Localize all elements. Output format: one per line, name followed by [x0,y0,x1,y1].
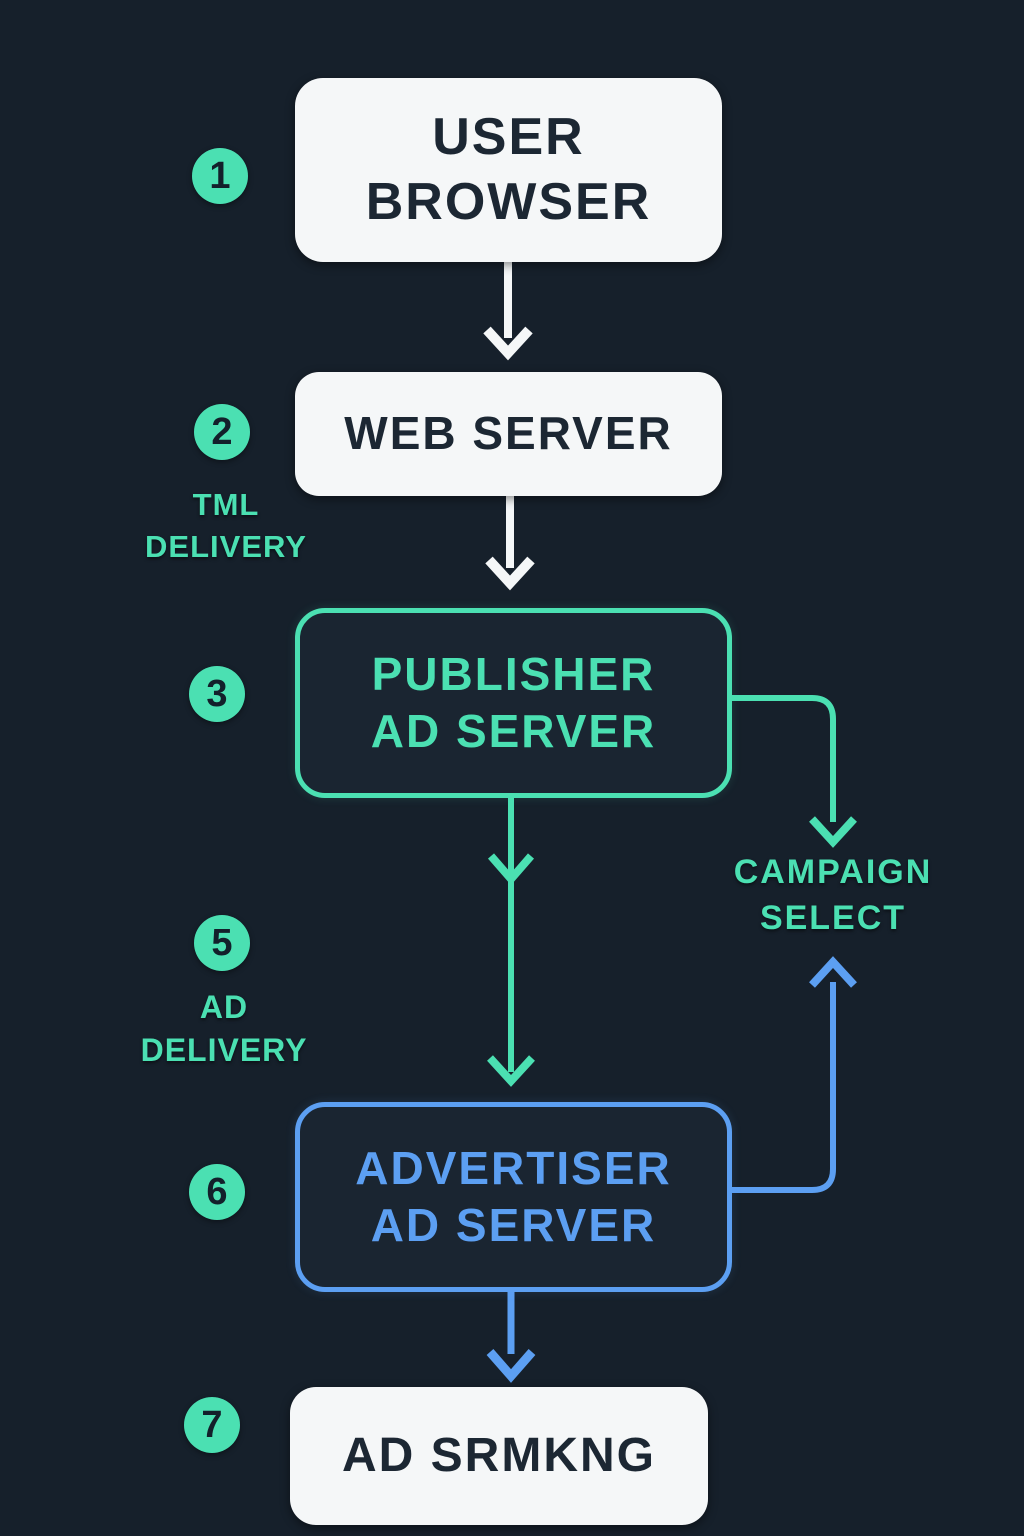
step-badge-7: 7 [184,1397,240,1453]
arrow-publisher-to-campaign-select-shaft [720,695,836,822]
node-advertiser-ad-server: ADVERTISER AD SERVER [295,1102,732,1292]
step-badge-6: 6 [189,1164,245,1220]
arrow-publisher-to-advertiser-mid-chevron [487,853,535,886]
step-badge-1: 1 [192,148,248,204]
label-tml-delivery: TML DELIVERY [145,487,307,564]
arrow-publisher-to-advertiser-head [487,1055,535,1087]
step-badge-3: 3 [189,666,245,722]
arrow-advertiser-to-campaign-select-head [809,956,857,988]
node-web-server: WEB SERVER [295,372,722,496]
step-badge-5: 5 [194,915,250,971]
node-user-browser: USER BROWSER [295,78,722,262]
step-badge-2: 2 [194,404,250,460]
arrow-publisher-to-campaign-select-head [809,816,857,848]
label-campaign-select: CAMPAIGN SELECT [733,853,933,937]
label-ad-delivery: AD DELIVERY [140,989,308,1069]
arrow-advertiser-to-ad-srmkng-head [486,1349,536,1383]
arrow-user-browser-to-web-server-head [483,326,533,361]
arrow-advertiser-to-campaign-select-shaft [720,982,836,1193]
node-ad-srmkng: AD SRMKNG [290,1387,708,1525]
node-publisher-ad-server: PUBLISHER AD SERVER [295,608,732,798]
arrow-web-server-to-publisher-head [485,556,535,591]
